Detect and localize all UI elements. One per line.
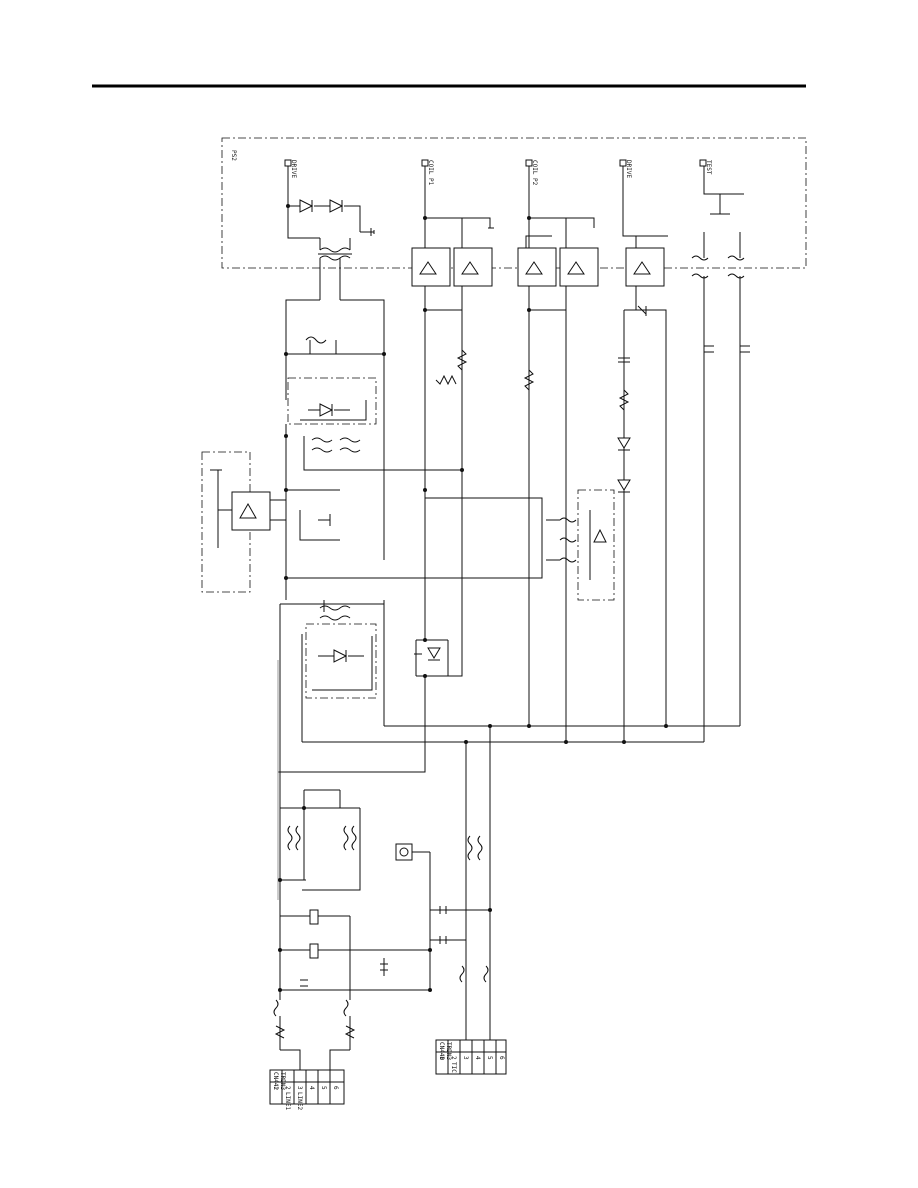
top-dashdot-block <box>221 137 807 269</box>
right-transformer-pair <box>691 166 745 380</box>
svg-text:DRIVE: DRIVE <box>290 160 297 178</box>
bottom-left-transformer-block <box>273 660 431 1070</box>
connector-p2-pin-5: 5 <box>486 1056 493 1060</box>
connector-p2-pin-3: 3 <box>462 1056 469 1060</box>
top-transformer-group <box>287 166 375 300</box>
vertical-bus-lines <box>424 286 741 742</box>
connector-key-drive1: DRIVE <box>284 159 297 178</box>
connector-p1-pin-4: 4 <box>308 1086 315 1090</box>
top-block-label: PS2 <box>230 150 237 161</box>
connector-p2-signal-2: TIC <box>450 1062 457 1073</box>
connector-p1-pin-3: 3 <box>296 1086 303 1090</box>
svg-text:COIL P1: COIL P1 <box>427 160 434 186</box>
connector-table-p1: 1 2 3 4 5 6 LINE1 LINE2 <box>269 1069 345 1110</box>
connector-p1-signal-2: LINE1 <box>284 1092 291 1110</box>
connector-table-p2: 1 2 3 4 5 6 TIC <box>435 1030 507 1075</box>
diode-chain <box>617 305 660 493</box>
connector-p1-pin-2: 2 <box>284 1086 291 1090</box>
connector-p2-pin-2: 2 <box>450 1056 457 1060</box>
connector-key-coil-p1: COIL P1 <box>421 159 434 186</box>
connector-key-coil-p2: COIL P2 <box>525 159 538 186</box>
horizontal-bus-lines <box>278 676 740 1030</box>
right-relay-box <box>546 489 615 601</box>
connector-key-drive2: DRIVE <box>619 159 632 178</box>
connector-p2-header: CN440TRDN3 <box>438 1042 452 1060</box>
connector-p1-signal-3: LINE2 <box>296 1092 303 1110</box>
left-supply-section <box>285 299 462 600</box>
connector-p1-pin-6: 6 <box>332 1086 339 1090</box>
center-capacitor-zener <box>414 470 463 677</box>
svg-text:COIL P2: COIL P2 <box>531 160 538 186</box>
connector-p1-pin-1: 1 <box>272 1086 279 1090</box>
junction-dots <box>278 204 668 992</box>
svg-text:DRIVE: DRIVE <box>625 160 632 178</box>
svg-text:TEST: TEST <box>705 160 712 175</box>
connector-p1-header: CN442TRDN3 <box>272 1072 286 1090</box>
optocoupler-array <box>411 166 668 287</box>
resistor-set <box>435 345 750 391</box>
relay-box <box>201 451 543 593</box>
connector-p2-pin-6: 6 <box>498 1056 505 1060</box>
middle-transformer-cluster <box>279 600 385 910</box>
connector-p1-pin-5: 5 <box>320 1086 327 1090</box>
connector-p2-pin-1: 1 <box>438 1056 445 1060</box>
connector-p2-pin-4: 4 <box>474 1056 481 1060</box>
connector-key-test: TEST <box>699 159 712 175</box>
tic-socket-group <box>395 835 490 990</box>
